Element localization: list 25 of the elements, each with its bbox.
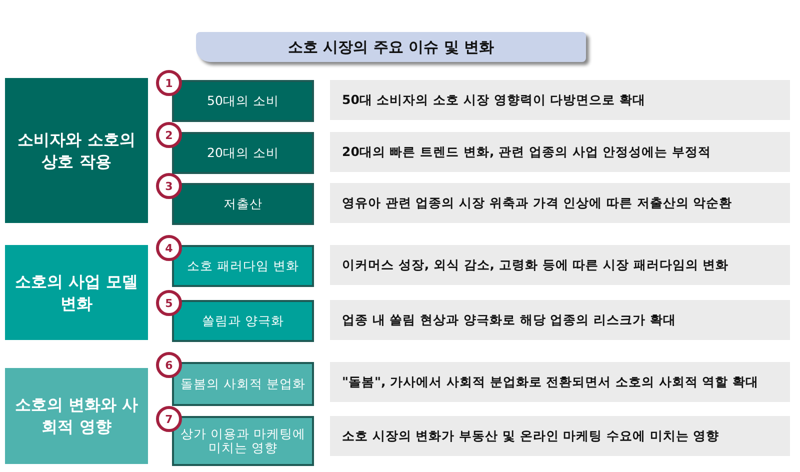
number-circle: 7 bbox=[156, 406, 182, 432]
topic-box: 20대의 소비 bbox=[172, 132, 314, 174]
number-circle: 2 bbox=[156, 122, 182, 148]
description-box: 20대의 빠른 트렌드 변화, 관련 업종의 사업 안정성에는 부정적 bbox=[330, 132, 790, 172]
topic-box: 상가 이용과 마케팅에 미치는 영향 bbox=[172, 416, 314, 466]
category-box: 소비자와 소호의 상호 작용 bbox=[5, 78, 148, 223]
description-box: 이커머스 성장, 외식 감소, 고령화 등에 따른 시장 패러다임의 변화 bbox=[330, 245, 790, 285]
number-circle: 4 bbox=[156, 235, 182, 261]
topic-box: 쏠림과 양극화 bbox=[172, 300, 314, 342]
topic-box: 소호 패러다임 변화 bbox=[172, 245, 314, 287]
number-circle: 1 bbox=[156, 70, 182, 96]
number-circle: 5 bbox=[156, 290, 182, 316]
category-box: 소호의 사업 모델 변화 bbox=[5, 245, 148, 340]
topic-box: 돌봄의 사회적 분업화 bbox=[172, 362, 314, 406]
topic-box: 50대의 소비 bbox=[172, 80, 314, 122]
number-circle: 6 bbox=[156, 352, 182, 378]
description-box: 소호 시장의 변화가 부동산 및 온라인 마케팅 수요에 미치는 영향 bbox=[330, 416, 790, 456]
title-banner: 소호 시장의 주요 이슈 및 변화 bbox=[196, 32, 586, 62]
description-box: 50대 소비자의 소호 시장 영향력이 다방면으로 확대 bbox=[330, 80, 790, 120]
description-box: 업종 내 쏠림 현상과 양극화로 해당 업종의 리스크가 확대 bbox=[330, 300, 790, 340]
description-box: "돌봄", 가사에서 사회적 분업화로 전환되면서 소호의 사회적 역할 확대 bbox=[330, 362, 790, 402]
category-box: 소호의 변화와 사회적 영향 bbox=[5, 368, 148, 464]
number-circle: 3 bbox=[156, 173, 182, 199]
topic-box: 저출산 bbox=[172, 183, 314, 225]
description-box: 영유아 관련 업종의 시장 위축과 가격 인상에 따른 저출산의 악순환 bbox=[330, 183, 790, 223]
